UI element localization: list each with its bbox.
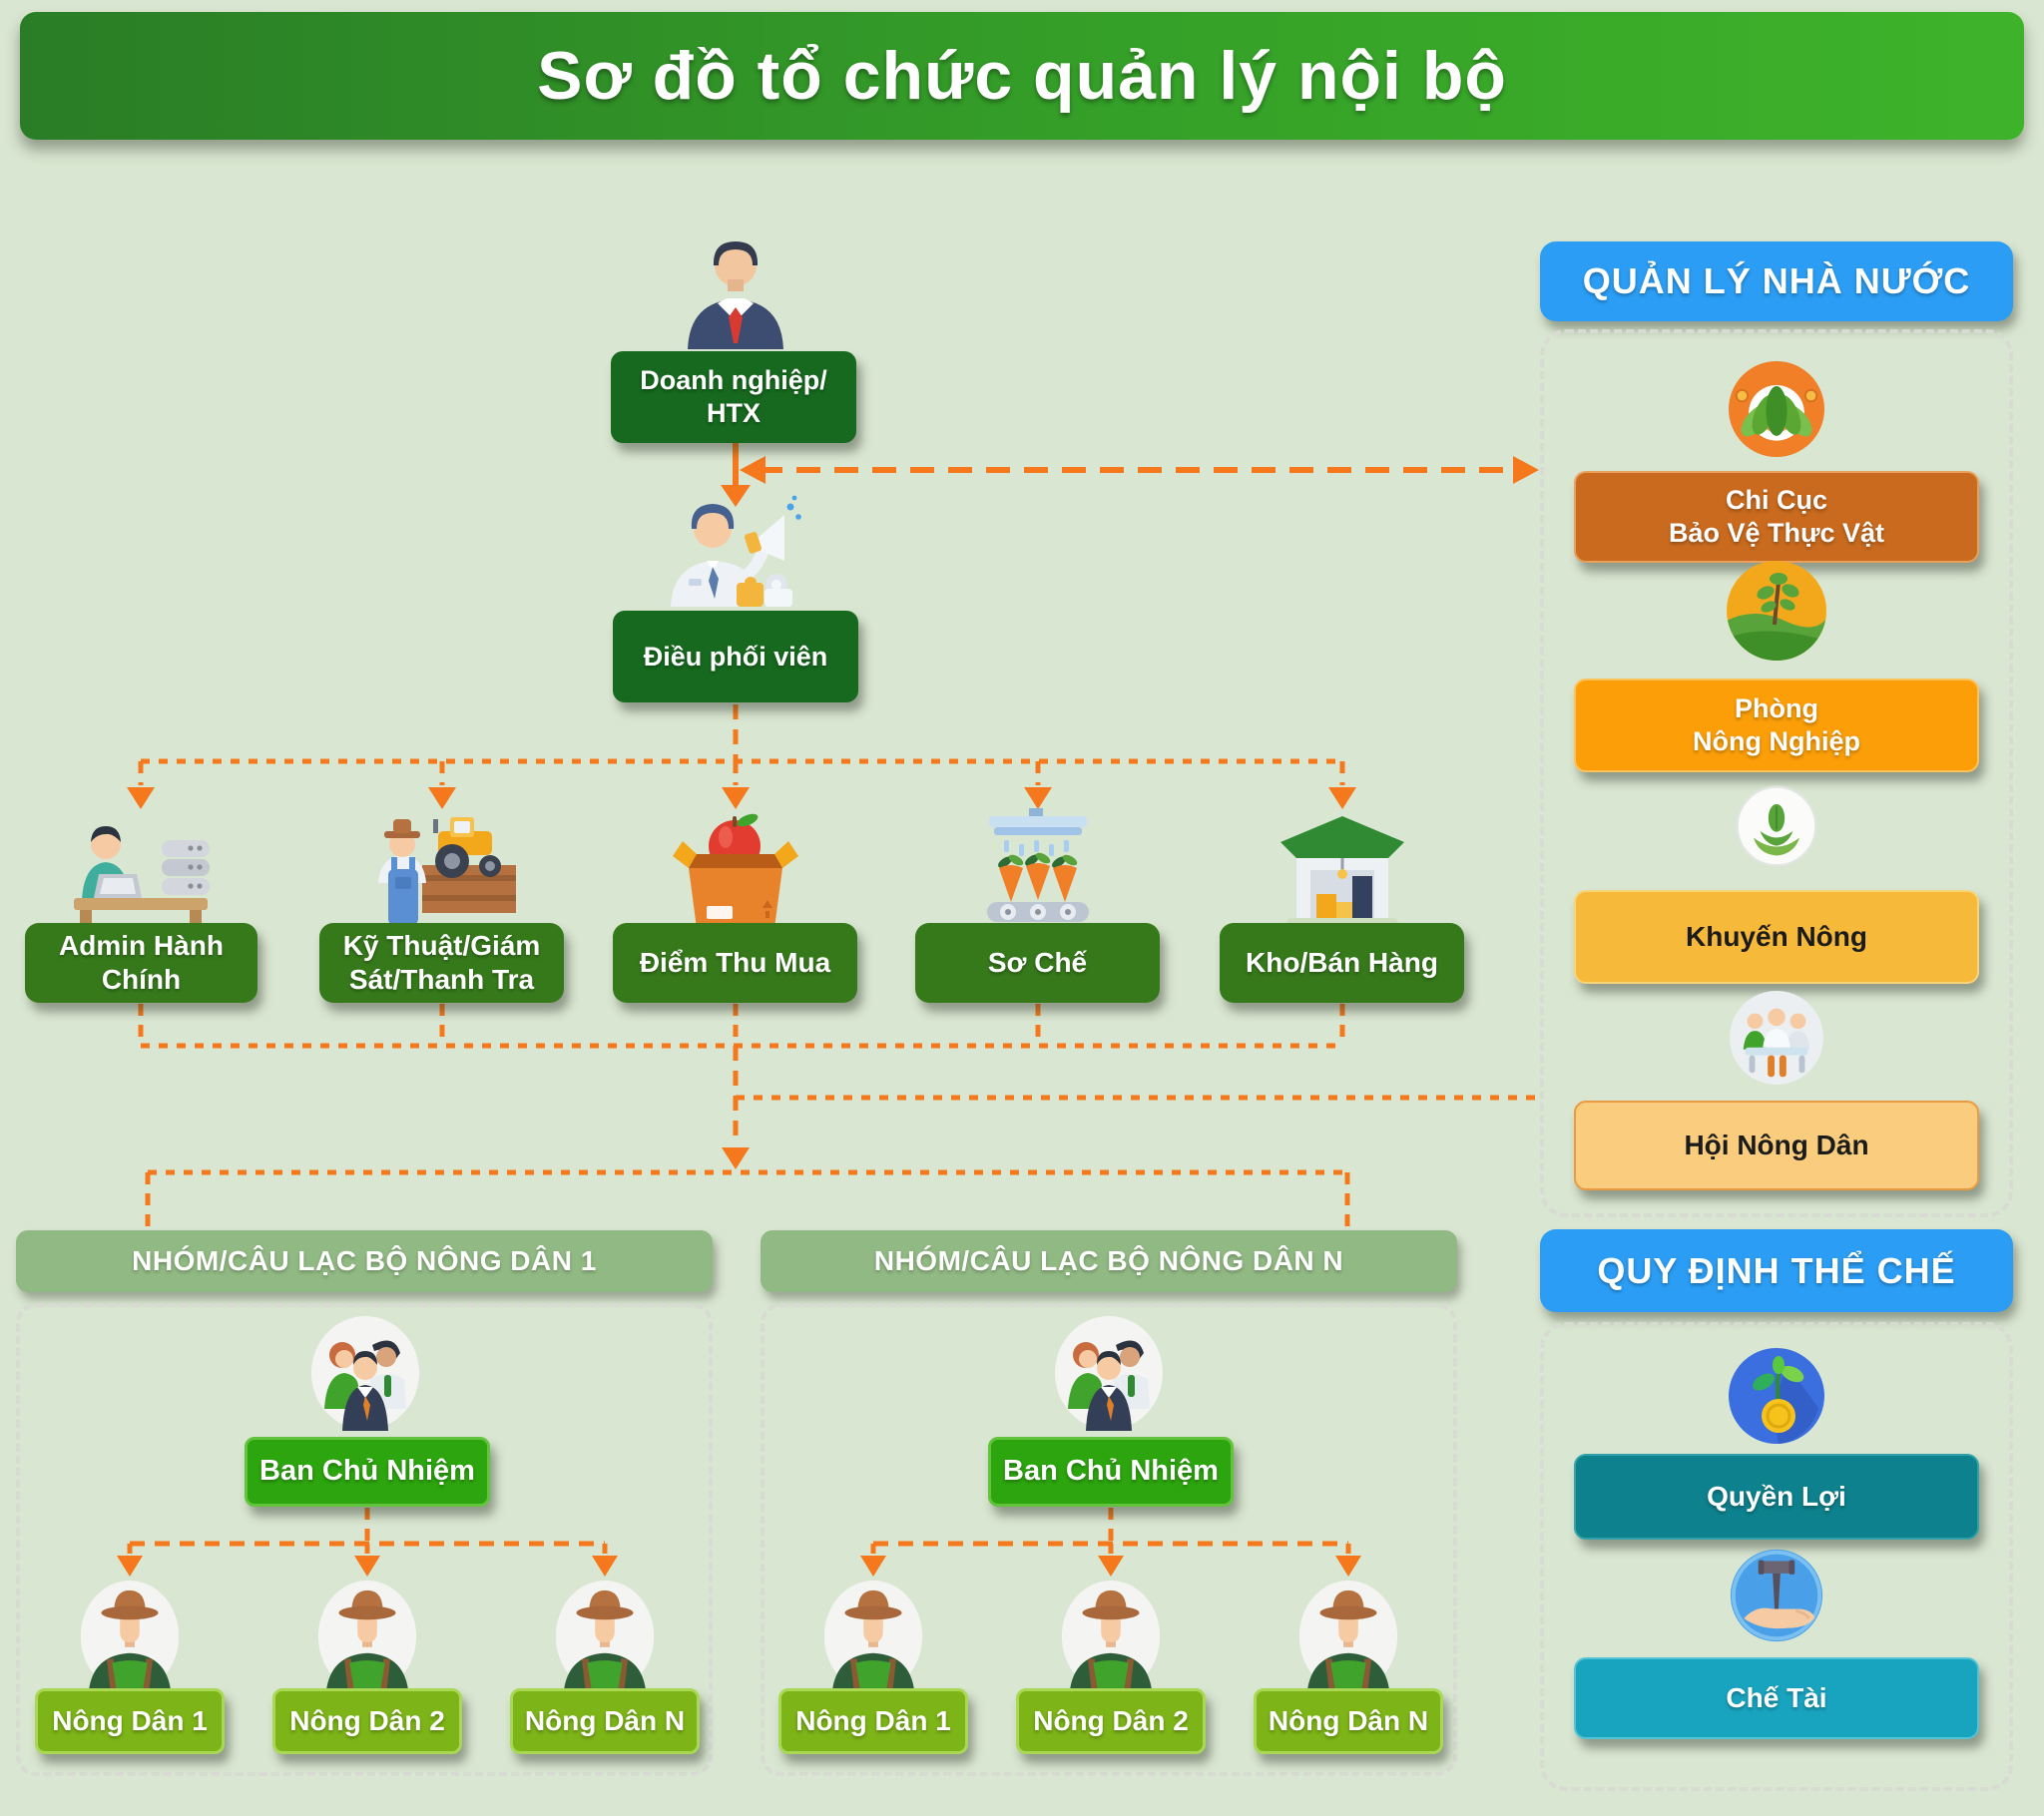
- dept-processing-label: Sơ Chế: [987, 946, 1088, 978]
- plant-protection-icon: [1729, 361, 1824, 457]
- farmer-label: Nông Dân 2: [1033, 1704, 1189, 1736]
- agriculture-office-node: Phòng Nông Nghiệp: [1574, 679, 1979, 772]
- group-1-panel: [16, 1303, 713, 1776]
- admin-desk-icon: [74, 826, 210, 926]
- leaf-hands-icon: [1736, 785, 1817, 867]
- group-n-farmer-1: Nông Dân 1: [778, 1688, 968, 1754]
- coin-plant-icon: [1729, 1348, 1824, 1444]
- tractor-farmer-icon: [378, 817, 516, 925]
- team-icon: [309, 1315, 421, 1431]
- dept-admin-node: Admin Hành Chính: [25, 923, 257, 1003]
- dept-technical-node: Kỹ Thuật/Giám Sát/Thanh Tra: [319, 923, 564, 1003]
- plant-protection-label: Chi Cục Bảo Vệ Thực Vật: [1668, 485, 1885, 548]
- gavel-hand-icon: [1730, 1549, 1823, 1642]
- farmers-association-node: Hội Nông Dân: [1574, 1101, 1979, 1190]
- group-n-board-label: Ban Chủ Nhiệm: [1003, 1455, 1219, 1488]
- warehouse-icon: [1280, 816, 1404, 928]
- farmer-icon: [1298, 1581, 1398, 1692]
- dept-warehouse-label: Kho/Bán Hàng: [1246, 946, 1438, 978]
- coordinator-label: Điều phối viên: [643, 641, 828, 672]
- washing-line-icon: [987, 808, 1089, 922]
- farmer-icon: [555, 1581, 655, 1692]
- extension-node: Khuyến Nông: [1574, 890, 1979, 984]
- rules-panel: [1540, 1322, 2013, 1791]
- group-1-farmer-2: Nông Dân 2: [272, 1688, 462, 1754]
- benefits-node: Quyền Lợi: [1574, 1454, 1979, 1540]
- group-n-header: NHÓM/CÂU LẠC BỘ NÔNG DÂN N: [761, 1230, 1457, 1292]
- group-1-farmer-n: Nông Dân N: [510, 1688, 700, 1754]
- agriculture-office-label: Phòng Nông Nghiệp: [1693, 693, 1860, 756]
- group-n-board-node: Ban Chủ Nhiệm: [988, 1437, 1234, 1507]
- extension-label: Khuyến Nông: [1686, 920, 1867, 952]
- group-n-farmer-2: Nông Dân 2: [1016, 1688, 1206, 1754]
- company-label: Doanh nghiệp/ HTX: [640, 365, 827, 428]
- dept-admin-label: Admin Hành Chính: [59, 929, 224, 995]
- state-management-header: QUẢN LÝ NHÀ NƯỚC: [1540, 241, 2013, 321]
- page-title: Sơ đồ tổ chức quản lý nội bộ: [537, 38, 1507, 114]
- group-n-panel: [761, 1303, 1457, 1776]
- rules-header: QUY ĐỊNH THỂ CHẾ: [1540, 1229, 2013, 1312]
- agriculture-field-icon: [1727, 561, 1826, 661]
- farmer-label: Nông Dân N: [1268, 1704, 1429, 1736]
- group-1-title: NHÓM/CÂU LẠC BỘ NÔNG DÂN 1: [132, 1245, 597, 1276]
- farmer-icon: [317, 1581, 417, 1692]
- state-management-panel: [1540, 329, 2013, 1217]
- coordinator-node: Điều phối viên: [613, 611, 858, 702]
- benefits-label: Quyền Lợi: [1707, 1480, 1846, 1512]
- page-title-banner: Sơ đồ tổ chức quản lý nội bộ: [20, 12, 2024, 140]
- farmers-meeting-icon: [1729, 990, 1824, 1086]
- rules-title: QUY ĐỊNH THỂ CHẾ: [1597, 1249, 1956, 1291]
- farmer-icon: [1061, 1581, 1161, 1692]
- group-1-board-node: Ban Chủ Nhiệm: [245, 1437, 490, 1507]
- dept-processing-node: Sơ Chế: [915, 923, 1160, 1003]
- farmer-label: Nông Dân 1: [52, 1704, 208, 1736]
- group-1-farmer-1: Nông Dân 1: [35, 1688, 225, 1754]
- dept-purchasing-label: Điểm Thu Mua: [639, 946, 831, 978]
- farmer-icon: [80, 1581, 180, 1692]
- group-n-farmer-n: Nông Dân N: [1254, 1688, 1443, 1754]
- group-1-header: NHÓM/CÂU LẠC BỘ NÔNG DÂN 1: [16, 1230, 713, 1292]
- dept-purchasing-node: Điểm Thu Mua: [613, 923, 857, 1003]
- group-1-board-label: Ban Chủ Nhiệm: [259, 1455, 475, 1488]
- team-icon: [1053, 1315, 1165, 1431]
- farmer-label: Nông Dân 1: [795, 1704, 951, 1736]
- farmer-label: Nông Dân N: [524, 1704, 686, 1736]
- dept-technical-label: Kỹ Thuật/Giám Sát/Thanh Tra: [342, 929, 541, 995]
- farmer-icon: [823, 1581, 923, 1692]
- sanctions-label: Chế Tài: [1726, 1681, 1827, 1713]
- dept-warehouse-node: Kho/Bán Hàng: [1220, 923, 1464, 1003]
- company-node: Doanh nghiệp/ HTX: [611, 351, 856, 443]
- group-n-title: NHÓM/CÂU LẠC BỘ NÔNG DÂN N: [873, 1245, 1344, 1276]
- coordinator-icon: [671, 495, 801, 607]
- farmers-association-label: Hội Nông Dân: [1684, 1129, 1869, 1160]
- sanctions-node: Chế Tài: [1574, 1657, 1979, 1739]
- state-management-title: QUẢN LÝ NHÀ NƯỚC: [1582, 260, 1971, 301]
- farmer-label: Nông Dân 2: [289, 1704, 445, 1736]
- apple-box-icon: [673, 813, 798, 928]
- businessman-icon: [688, 241, 783, 349]
- plant-protection-node: Chi Cục Bảo Vệ Thực Vật: [1574, 471, 1979, 563]
